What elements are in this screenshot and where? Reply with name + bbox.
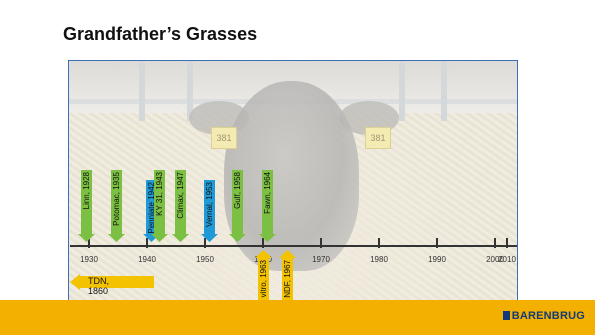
timeline-tick-label: 1950 xyxy=(196,255,214,264)
timeline-tick-label: 1940 xyxy=(138,255,156,264)
up-arrow-icon xyxy=(172,170,189,242)
timeline-tick-label: 1930 xyxy=(80,255,98,264)
timeline-event-label: Potomac, 1935 xyxy=(112,172,121,226)
stall-bar xyxy=(187,61,193,121)
stall-bar xyxy=(441,61,447,121)
logo-mark-icon xyxy=(502,311,510,320)
timeline-tick xyxy=(88,238,90,248)
timeline-event-label: Linn, 1928 xyxy=(82,172,91,210)
timeline-tick-label: 1970 xyxy=(312,255,330,264)
timeline-tick xyxy=(146,238,148,248)
down-arrow-icon xyxy=(279,250,296,335)
timeline-tick xyxy=(320,238,322,248)
up-arrow-icon xyxy=(229,170,246,242)
timeline-tick xyxy=(494,238,496,248)
up-arrow-icon xyxy=(201,180,218,242)
timeline-event-label: Vernal, 1953 xyxy=(205,182,214,227)
up-arrow-icon xyxy=(151,170,168,242)
cow-head xyxy=(224,81,359,271)
timeline-tick xyxy=(378,238,380,248)
timeline-tick xyxy=(262,238,264,248)
timeline-tick-label: 2000 xyxy=(486,255,504,264)
timeline-event-label: Gulf, 1958 xyxy=(233,172,242,209)
footer-bar xyxy=(0,300,595,335)
stall-bar xyxy=(399,61,405,121)
timeline-tick xyxy=(204,238,206,248)
timeline-tick xyxy=(506,238,508,248)
brand-logo: BARENBRUG xyxy=(502,310,585,322)
left-arrow-icon xyxy=(70,274,154,290)
timeline-event-label: KY 31, 1943 xyxy=(155,172,164,216)
up-arrow-icon xyxy=(259,170,276,242)
stall-bar xyxy=(139,61,145,121)
timeline-event-label: TDN, 1860 xyxy=(88,276,109,296)
ear-tag: 381 xyxy=(365,127,391,149)
timeline-tick-label: 1980 xyxy=(370,255,388,264)
timeline-tick-label: 1990 xyxy=(428,255,446,264)
timeline-event-label: Climax, 1947 xyxy=(176,172,185,219)
up-arrow-icon xyxy=(78,170,95,242)
ear-tag: 381 xyxy=(211,127,237,149)
timeline-tick-label: 2010 xyxy=(498,255,516,264)
slide-title: Grandfather’s Grasses xyxy=(63,24,258,44)
timeline-tick xyxy=(436,238,438,248)
down-arrow-icon xyxy=(255,250,272,330)
timeline-event-label: Fawn, 1964 xyxy=(263,172,272,214)
brand-name: BARENBRUG xyxy=(511,310,585,322)
timeline-axis xyxy=(70,245,517,247)
up-arrow-icon xyxy=(108,170,125,242)
